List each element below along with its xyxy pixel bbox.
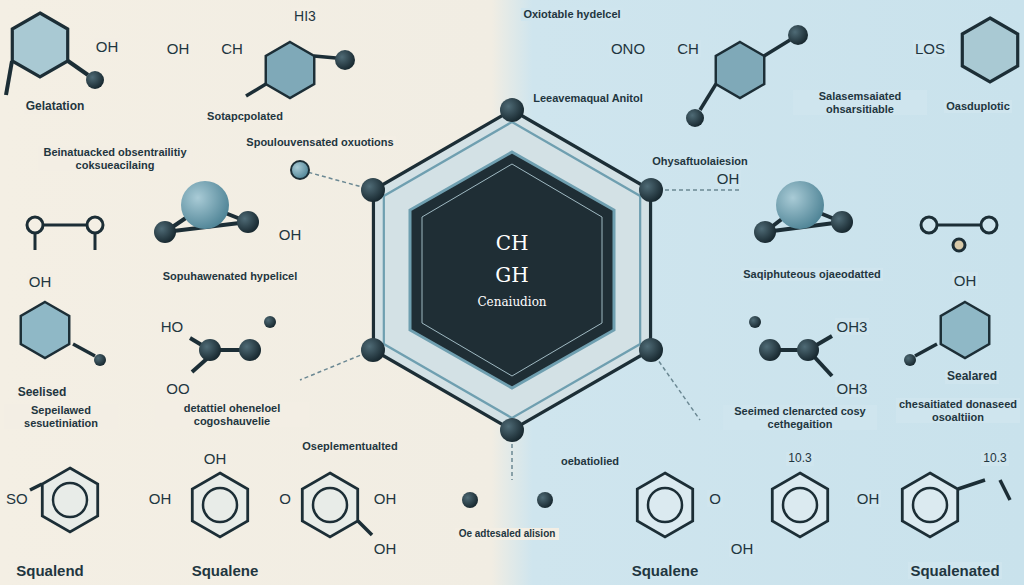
- chemical-group: OH3: [835, 318, 870, 335]
- annotation-text: Spoulouvensated oxuotions: [244, 136, 395, 149]
- chemical-group: ONO: [609, 40, 647, 57]
- benzene-ring: [637, 473, 1010, 537]
- ring-molecule: [686, 25, 808, 127]
- annotation-text: 10.3: [981, 452, 1008, 466]
- annotation-text: Sopuhawenated hypelicel: [161, 270, 299, 283]
- chemical-group: CH: [675, 40, 701, 57]
- chemical-group: LOS: [913, 40, 947, 57]
- annotation-text: Oe adtesaled alision: [455, 528, 559, 540]
- chemical-group: OH: [27, 273, 54, 290]
- ball-molecule: [154, 181, 259, 243]
- chemical-group: OH: [952, 272, 979, 289]
- annotation-text: oebatiolied: [559, 455, 621, 468]
- annotation-text: 10.3: [786, 452, 813, 466]
- compound-name: Squalenated: [908, 562, 1001, 579]
- chemical-group: OH: [202, 450, 229, 467]
- node-text: CH: [496, 231, 529, 255]
- chemical-group: OH: [372, 540, 399, 557]
- node-text: Cenaiudion: [477, 295, 546, 309]
- annotation-text: Gelatation: [24, 100, 87, 114]
- annotation-text: Ohysaftuolaiesion: [650, 155, 749, 168]
- chemical-group: OH: [372, 490, 399, 507]
- annotation-text: Sotapcpolated: [205, 110, 285, 123]
- annotation-text: Oseplementualted: [300, 440, 399, 453]
- annotation-text: Seelised: [16, 386, 69, 400]
- chemical-group: OH: [729, 540, 756, 557]
- annotation-text: Seeimed clenarcted cosy cethegaition: [723, 405, 877, 430]
- annotation-text: Leeavemaqual Anitol: [531, 92, 645, 105]
- annotation-text: detattiel oheneloel cogoshauvelie: [155, 402, 309, 427]
- ring-molecule: [6, 13, 104, 95]
- chemical-group: OH: [147, 490, 174, 507]
- chemical-group: O: [277, 490, 293, 507]
- chemical-group: CH: [219, 40, 245, 57]
- chemical-group: OH: [94, 38, 121, 55]
- annotation-text: Oxiotable hydelcel: [521, 8, 622, 21]
- annotation-text: Beinatuacked obsentrailitiy coksueacilai…: [38, 146, 192, 171]
- ring-molecule: [21, 302, 106, 366]
- ball-molecule: [749, 316, 832, 376]
- node-text: GH: [495, 263, 528, 287]
- ring-molecule: [904, 302, 989, 366]
- chemical-group: OH: [855, 490, 882, 507]
- annotation-text: Oasduplotic: [944, 100, 1012, 113]
- annotation-text: Salasemsaiated ohsarsitiable: [793, 90, 927, 115]
- ball-molecule: [190, 316, 276, 372]
- ring-molecule: [962, 18, 1018, 82]
- annotation-text: chesaitiated donaseed osoaltiion: [896, 398, 1020, 423]
- compound-name: Squalene: [190, 562, 261, 579]
- atom-chain: [27, 217, 103, 250]
- annotation-text: Sealared: [945, 370, 999, 384]
- chemical-group: HI3: [292, 8, 318, 24]
- hexagon-shape: [410, 152, 614, 388]
- annotation-text: Saqiphuteous ojaeodatted: [741, 268, 883, 281]
- chemical-group: HO: [159, 318, 186, 335]
- compound-name: Squalend: [14, 562, 86, 579]
- chemical-group: OH3: [835, 380, 870, 397]
- compound-name: Squalene: [630, 562, 701, 579]
- atom-chain: [921, 217, 997, 251]
- chemical-group: OO: [164, 380, 191, 397]
- chemical-group: O: [707, 490, 723, 507]
- node-text-column: CH GH Cenaiudion: [408, 150, 616, 390]
- chemical-group: SO: [4, 490, 30, 507]
- chemical-group: OH: [165, 40, 192, 57]
- ring-molecule: [246, 42, 355, 98]
- hexagon-inner-line: [422, 164, 602, 376]
- annotation-text: Sepeilawed sesuetiniation: [4, 404, 118, 429]
- benzene-ring: [30, 468, 372, 537]
- hexagon-node: CH GH Cenaiudion: [408, 150, 616, 390]
- ball-molecule: [754, 181, 853, 243]
- chemical-group: OH: [277, 226, 304, 243]
- chemical-group: OH: [715, 170, 742, 187]
